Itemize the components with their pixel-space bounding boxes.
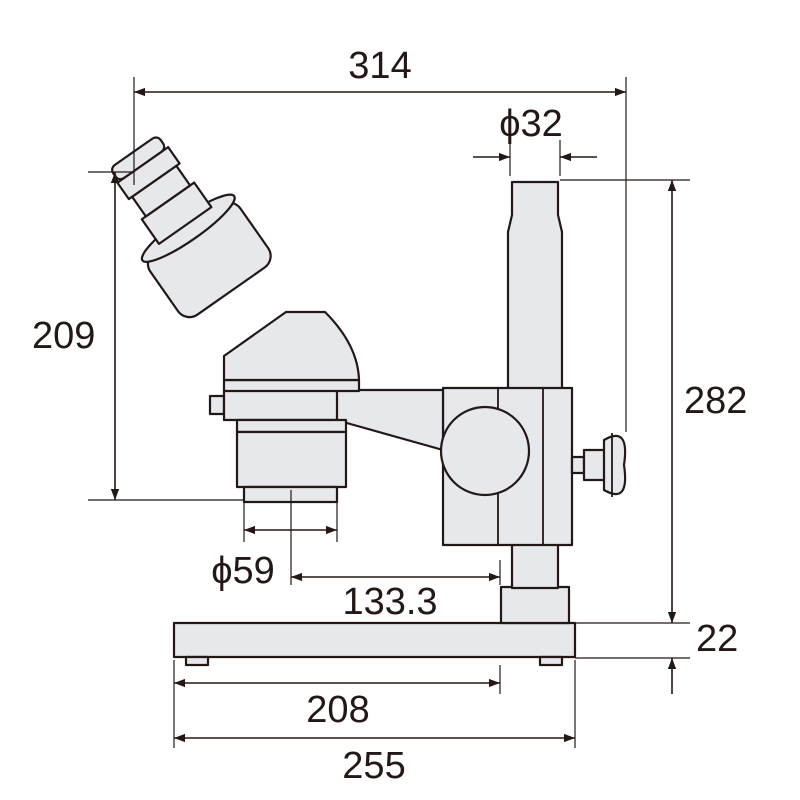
label-objective-diameter: ϕ59 bbox=[211, 550, 275, 592]
pillar bbox=[506, 180, 564, 394]
objective-upper bbox=[235, 418, 348, 434]
side-screw bbox=[208, 394, 226, 416]
label-head-height: 209 bbox=[32, 315, 95, 357]
base-foot-left bbox=[184, 655, 210, 667]
eyepiece-tube bbox=[111, 136, 272, 319]
base-plate bbox=[172, 621, 577, 667]
label-base-inner-length: 208 bbox=[306, 689, 369, 731]
label-overall-width: 314 bbox=[348, 45, 411, 87]
tension-knob bbox=[570, 433, 627, 497]
dimension-labels: 314 ϕ32 209 282 ϕ59 133.3 22 208 255 bbox=[32, 45, 747, 787]
microscope bbox=[111, 136, 627, 667]
pillar-lower bbox=[510, 536, 560, 590]
objective-body bbox=[235, 430, 348, 489]
head-bottom-ring bbox=[222, 378, 361, 393]
label-pillar-diameter: ϕ32 bbox=[499, 103, 563, 145]
label-base-thickness: 22 bbox=[696, 618, 738, 660]
optical-head bbox=[208, 310, 361, 504]
base-foot-right bbox=[538, 655, 564, 667]
arm bbox=[334, 388, 445, 452]
label-pillar-height: 282 bbox=[684, 380, 747, 422]
label-base-length: 255 bbox=[342, 745, 405, 787]
label-working-reach: 133.3 bbox=[342, 581, 437, 623]
prism-housing bbox=[222, 310, 361, 382]
head-mount bbox=[222, 388, 339, 422]
focus-knob bbox=[439, 405, 531, 497]
dimension-lines bbox=[110, 87, 677, 743]
pillar-collar bbox=[499, 585, 571, 625]
